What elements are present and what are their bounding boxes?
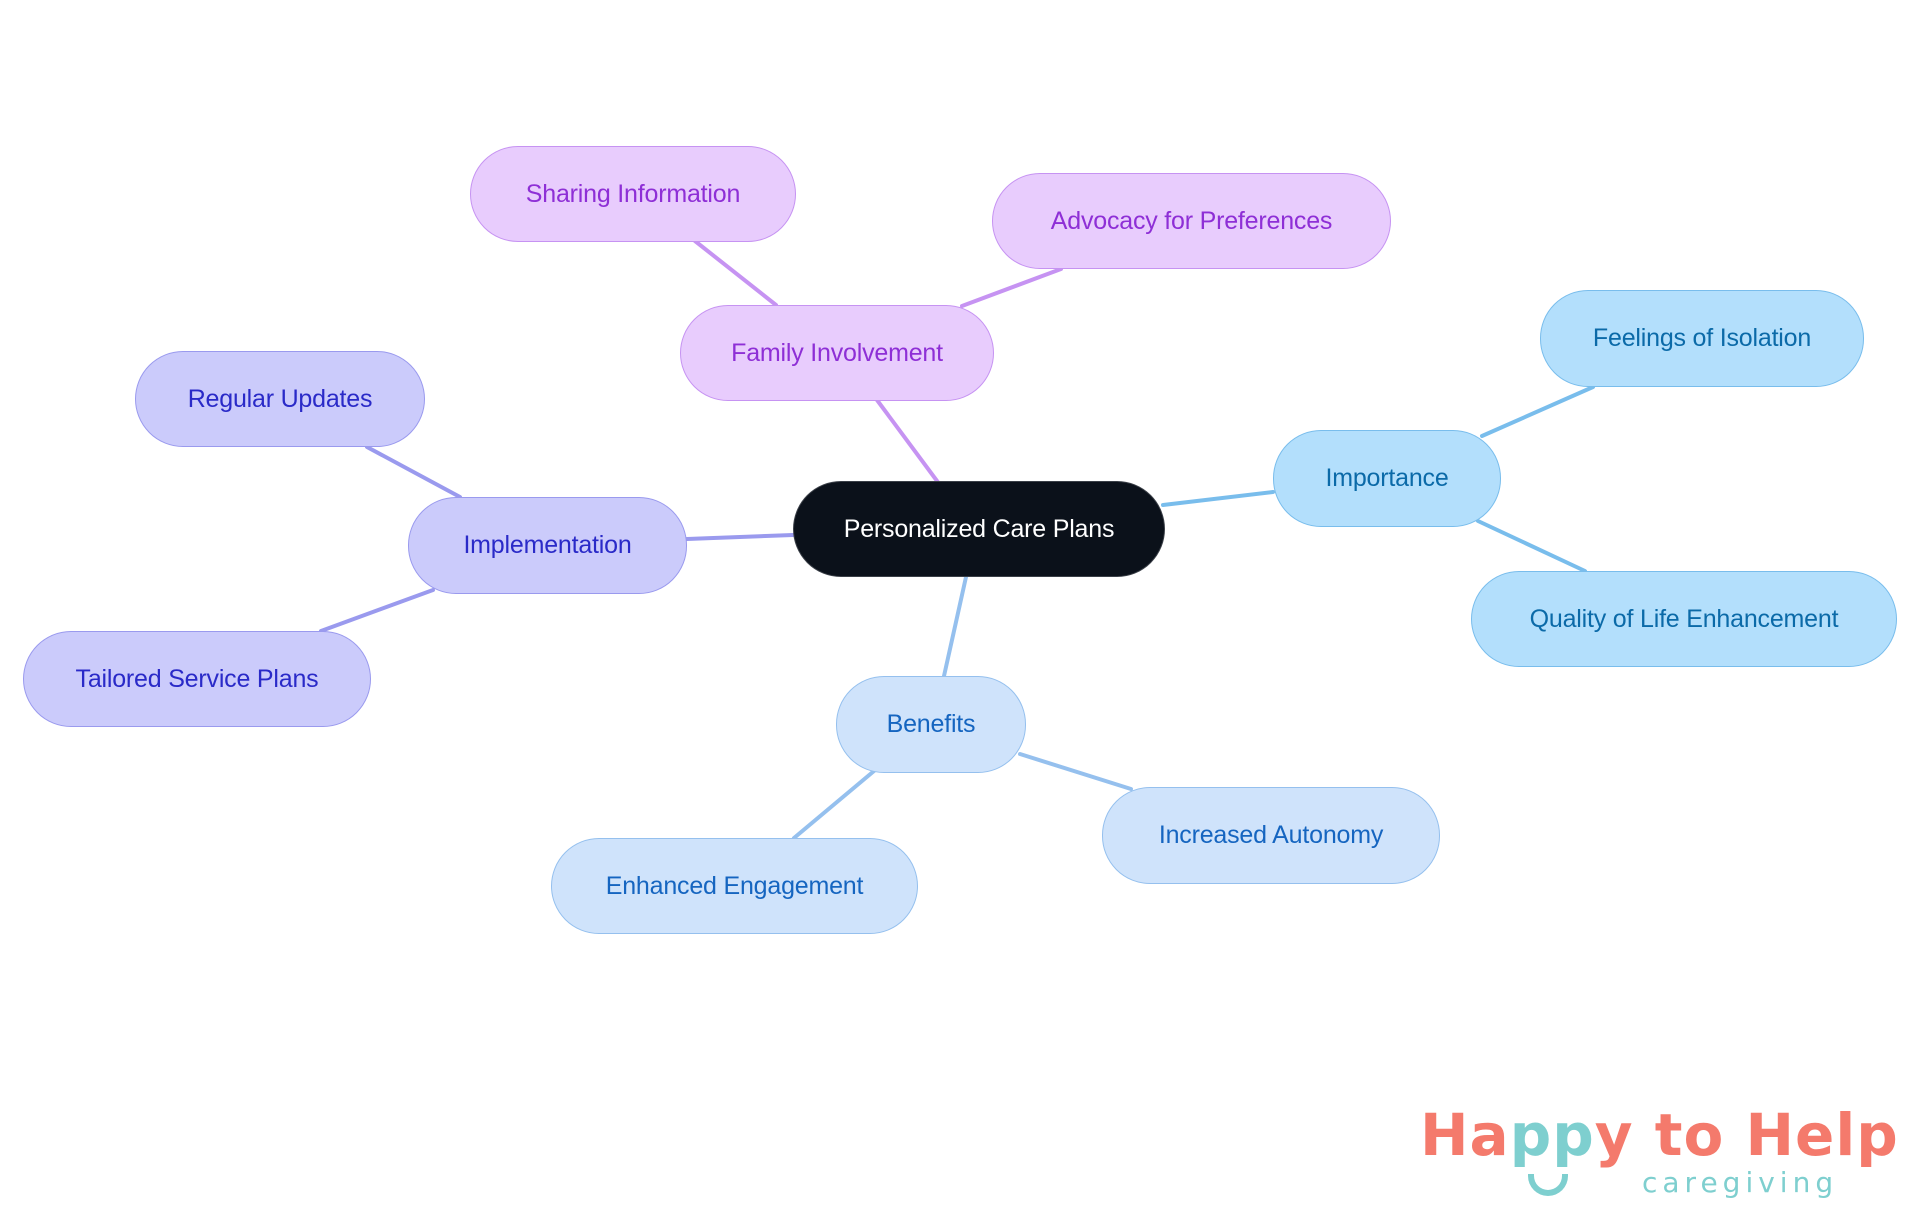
edge-implementation-regular <box>365 445 462 499</box>
leaf-node-enhanced-engagement[interactable]: Enhanced Engagement <box>551 838 918 934</box>
branch-node-implementation[interactable]: Implementation <box>408 497 687 594</box>
leaf-node-feelings-of-isolation[interactable]: Feelings of Isolation <box>1540 290 1864 387</box>
leaf-node-sharing-information[interactable]: Sharing Information <box>470 146 796 242</box>
edge-importance-quality <box>1476 519 1587 573</box>
edge-implementation-tailored <box>319 588 435 633</box>
edge-root-implementation <box>685 533 795 541</box>
branch-node-importance[interactable]: Importance <box>1273 430 1501 527</box>
leaf-node-increased-autonomy[interactable]: Increased Autonomy <box>1102 787 1440 884</box>
logo-text-part1: Ha <box>1420 1101 1510 1169</box>
leaf-node-tailored-service-plans[interactable]: Tailored Service Plans <box>23 631 371 727</box>
edge-benefits-enhanced <box>792 769 876 840</box>
branch-node-benefits[interactable]: Benefits <box>836 676 1026 773</box>
logo-text-part2: pp <box>1509 1101 1595 1169</box>
root-node[interactable]: Personalized Care Plans <box>793 481 1165 577</box>
edge-root-importance <box>1161 490 1275 507</box>
leaf-node-regular-updates[interactable]: Regular Updates <box>135 351 425 447</box>
edge-benefits-increased <box>1018 752 1133 791</box>
leaf-node-advocacy-for-preferences[interactable]: Advocacy for Preferences <box>992 173 1391 269</box>
edge-family-advocacy <box>960 267 1063 308</box>
edge-importance-feelings <box>1480 385 1595 438</box>
edge-family-sharing <box>693 239 778 307</box>
logo-wordmark: Happy to Help <box>1420 1100 1899 1170</box>
brand-logo: Happy to Help caregiving <box>1420 1100 1898 1210</box>
branch-node-family-involvement[interactable]: Family Involvement <box>680 305 994 401</box>
smile-icon <box>1528 1174 1568 1196</box>
logo-text-part3: y to Help <box>1594 1101 1899 1169</box>
edge-root-family <box>875 398 942 487</box>
edge-root-benefits <box>942 575 968 678</box>
leaf-node-quality-of-life-enhancement[interactable]: Quality of Life Enhancement <box>1471 571 1897 667</box>
logo-subtitle: caregiving <box>1642 1166 1839 1199</box>
